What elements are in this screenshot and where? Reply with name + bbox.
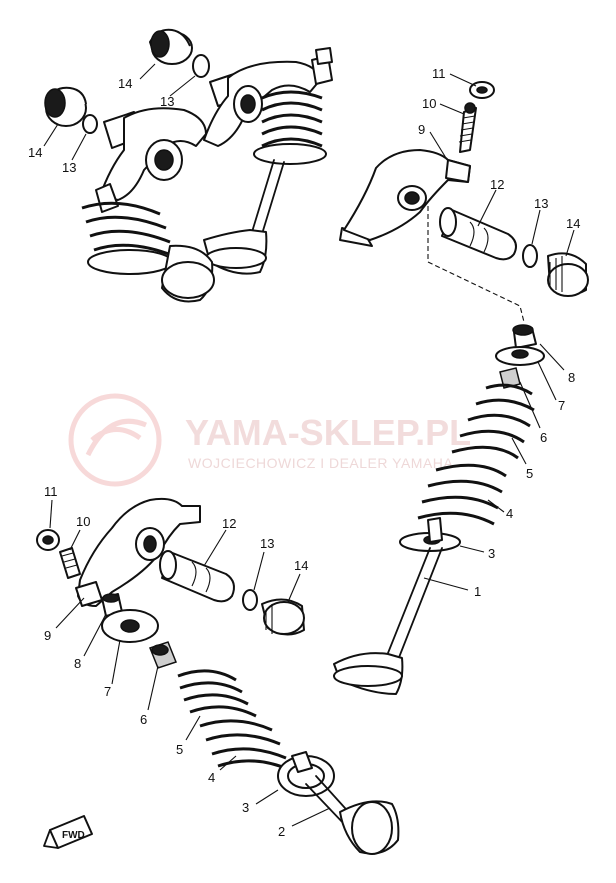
- callout-label: 6: [540, 430, 547, 445]
- callout-label: 13: [534, 196, 548, 211]
- o-ring: [242, 589, 258, 611]
- valve-cap: [512, 324, 537, 349]
- callout-label: 7: [104, 684, 111, 699]
- callout-label: 13: [260, 536, 274, 551]
- callout-label: 11: [44, 484, 58, 499]
- watermark-subtitle: WOJCIECHOWICZ I DEALER YAMAHA: [188, 455, 453, 471]
- callout-label: 4: [506, 506, 513, 521]
- callout-label: 9: [44, 628, 51, 643]
- top-right-callouts: 11 10 9 12 13 14: [418, 66, 580, 257]
- callout-label: 7: [558, 398, 565, 413]
- rocker-shaft-plug: [547, 252, 589, 297]
- watermark-logo-mark: [85, 418, 147, 457]
- callout-label: 14: [118, 76, 132, 91]
- rocker-shaft: [439, 207, 517, 261]
- valve-springs: [417, 383, 535, 526]
- valve-cap: [101, 593, 123, 617]
- callout-label: 5: [176, 742, 183, 757]
- callout-label: 10: [422, 96, 436, 111]
- right-callouts: 8 7 6 5 4 3 1: [423, 343, 575, 599]
- valve-adjuster: [59, 547, 81, 579]
- valve-springs: [177, 669, 291, 772]
- forward-direction-label: FWD: [62, 830, 85, 841]
- callout-label: 13: [62, 160, 76, 175]
- valve-spring-assembly: [81, 183, 215, 303]
- callout-label: 6: [140, 712, 147, 727]
- o-ring: [522, 244, 538, 268]
- top-right-assembly: 11 10 9 12 13 14: [339, 66, 589, 323]
- callout-label: 12: [490, 177, 504, 192]
- valve-spring-assembly: [203, 90, 327, 275]
- assembly-leader-line: [427, 206, 525, 323]
- callout-label: 14: [566, 216, 580, 231]
- callout-label: 12: [222, 516, 236, 531]
- callout-label: 8: [74, 656, 81, 671]
- engine-valve: [333, 547, 443, 695]
- callout-label: 1: [474, 584, 481, 599]
- callout-label: 10: [76, 514, 90, 529]
- callout-label: 8: [568, 370, 575, 385]
- callout-label: 2: [278, 824, 285, 839]
- callout-label: 5: [526, 466, 533, 481]
- callout-label: 14: [28, 145, 42, 160]
- callout-label: 13: [160, 94, 174, 109]
- callout-label: 11: [432, 66, 446, 81]
- engine-valve: [305, 775, 400, 855]
- rocker-arm: [339, 149, 471, 247]
- locknut: [36, 529, 60, 551]
- rocker-shaft: [159, 550, 235, 603]
- spring-retainer: [101, 609, 159, 643]
- bottom-left-callouts: 11 10 12 13 14 9 8 7 6 5 4 3 2: [44, 484, 331, 839]
- forward-direction-arrow: FWD: [43, 815, 93, 849]
- top-left-callouts: 14 13 14 13: [28, 63, 196, 175]
- rocker-arm: [99, 107, 207, 201]
- valve-collet: [499, 367, 521, 389]
- spring-seat: [399, 517, 461, 552]
- valve-collet: [149, 641, 177, 669]
- spring-retainer: [495, 346, 545, 366]
- valve-adjuster: [458, 102, 477, 153]
- spring-seat: [277, 751, 335, 797]
- rocker-shaft-plug: [44, 86, 87, 127]
- o-ring: [82, 114, 98, 134]
- callout-label: 9: [418, 122, 425, 137]
- top-left-assembly: 14 13 14 13: [28, 28, 333, 303]
- watermark-logo: [68, 393, 162, 487]
- watermark-title: YAMA-SKLEP.PL: [185, 412, 471, 453]
- rocker-shaft-plug: [261, 598, 305, 636]
- callout-label: 4: [208, 770, 215, 785]
- rocker-arm: [75, 497, 201, 607]
- callout-label: 3: [242, 800, 249, 815]
- o-ring: [192, 54, 210, 78]
- rocker-arm: [203, 47, 333, 147]
- callout-label: 3: [488, 546, 495, 561]
- right-valve-stack: 8 7 6 5 4 3 1: [333, 324, 575, 695]
- watermark: YAMA-SKLEP.PL WOJCIECHOWICZ I DEALER YAM…: [68, 393, 471, 487]
- rocker-shaft-plug: [149, 28, 193, 65]
- bottom-left-assembly: FWD 11 10 12 13 14 9 8 7 6 5 4: [36, 484, 400, 855]
- callout-label: 14: [294, 558, 308, 573]
